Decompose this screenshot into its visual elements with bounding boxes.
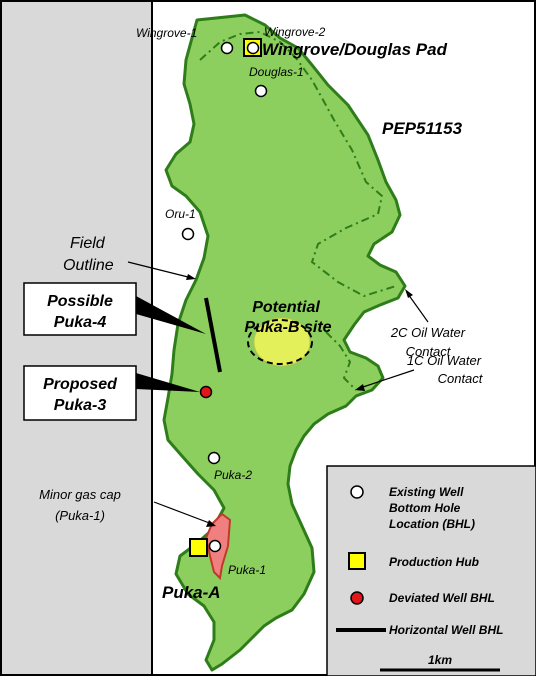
legend-deviated-well-label: Deviated Well BHL (389, 591, 495, 605)
left-grey-zone (0, 0, 152, 676)
owc-2c-line (199, 30, 397, 298)
owc-1c-line (325, 331, 357, 391)
field-outline-label-2: Outline (63, 257, 114, 274)
legend-existing-well-label-2: Bottom Hole (389, 501, 461, 515)
owc-2c-arrow-head (405, 289, 413, 298)
oru-1-well (181, 227, 195, 241)
wingrove-1-label: Wingrove-1 (136, 26, 197, 40)
wingrove-2-label: Wingrove-2 (264, 25, 326, 39)
puka-1-label: Puka-1 (228, 563, 266, 577)
gas-cap-arrow-head (206, 520, 216, 527)
owc-1c-arrow-head (355, 384, 365, 391)
douglas-1-well (254, 84, 268, 98)
puka-4-horizontal-bhl (204, 297, 222, 373)
gas-cap-label-1: Minor gas cap (39, 487, 121, 502)
possible-puka-4-label-1: Possible (47, 293, 113, 310)
oru-1-label: Oru-1 (165, 207, 196, 221)
legend-horizontal-well-label: Horizontal Well BHL (389, 623, 503, 637)
owc-2c-arrow (407, 293, 429, 323)
proposed-puka-3-pointer (136, 373, 200, 392)
proposed-puka-3-label-1: Proposed (43, 376, 118, 393)
owc-2c-label-2: Contact (406, 344, 452, 359)
legend-production-hub-icon (348, 552, 366, 570)
proposed-puka-3-label-2: Puka-3 (54, 397, 107, 414)
wingrove-douglas-pad-label: Wingrove/Douglas Pad (262, 40, 448, 59)
puka-b-site-boundary (247, 319, 313, 365)
field-outline-arrow-head (186, 274, 196, 280)
legend-production-hub-label: Production Hub (389, 555, 479, 569)
legend-box (326, 465, 536, 677)
owc-1c-arrow (359, 369, 415, 389)
owc-1c-label-1: 1C Oil Water (407, 353, 482, 368)
wingrove-2-well (246, 41, 260, 55)
wingrove-1-well (220, 41, 234, 55)
puka-b-site-label-2: Puka-B site (244, 319, 331, 336)
legend-deviated-well-icon (350, 591, 364, 605)
puka-2-well (207, 451, 221, 465)
legend-existing-well-label-3: Location (BHL) (389, 517, 475, 531)
puka-a-label: Puka-A (162, 583, 221, 602)
legend-existing-well-icon (350, 485, 364, 499)
field-outline-arrow (127, 261, 193, 279)
gas-cap-label-2: (Puka-1) (55, 508, 105, 523)
field-outline-label-1: Field (70, 235, 106, 252)
puka-1-well (208, 539, 222, 553)
legend-existing-well-label-1: Existing Well (389, 485, 464, 499)
douglas-1-label: Douglas-1 (249, 65, 304, 79)
puka-a-hub (189, 538, 208, 557)
puka-3-deviated-bhl (199, 385, 213, 399)
puka-2-label: Puka-2 (214, 468, 252, 482)
gas-cap-arrow (153, 501, 213, 525)
possible-puka-4-callout (23, 282, 137, 336)
owc-1c-label-2: Contact (438, 371, 484, 386)
pep51153-label: PEP51153 (382, 119, 463, 138)
scale-bar-label: 1km (428, 653, 452, 667)
puka-b-site-label-1: Potential (252, 299, 320, 316)
possible-puka-4-label-2: Puka-4 (54, 314, 107, 331)
owc-2c-label-1: 2C Oil Water (390, 325, 466, 340)
proposed-puka-3-callout (23, 365, 137, 421)
possible-puka-4-pointer (136, 296, 206, 334)
puka-b-site-area (253, 317, 311, 367)
